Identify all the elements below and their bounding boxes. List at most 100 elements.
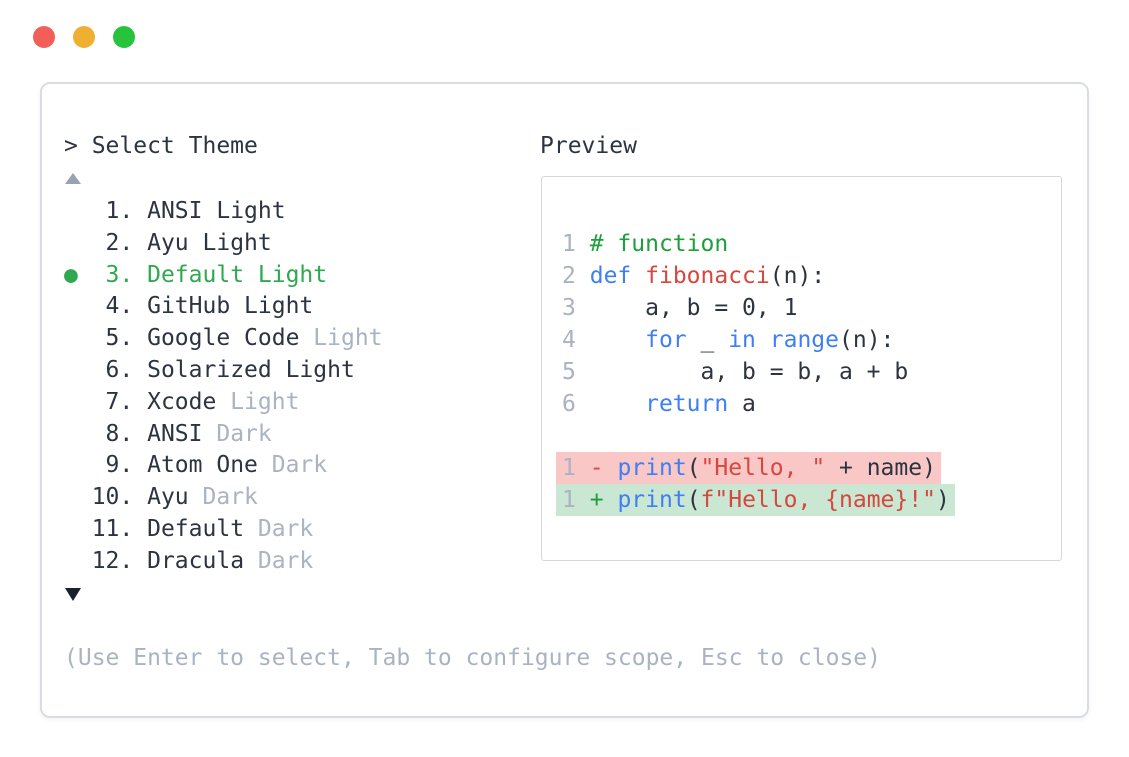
line-number: 6 <box>562 391 576 417</box>
theme-item-10[interactable]: 10. Ayu Dark <box>64 482 383 514</box>
line-number: 3 <box>562 295 576 321</box>
marker-spacer <box>64 293 78 319</box>
theme-item-name: Ayu Light <box>147 229 272 256</box>
code-token: (n): <box>769 263 826 289</box>
code-token: # function <box>589 231 729 257</box>
theme-item-11[interactable]: 11. Default Dark <box>64 514 383 546</box>
theme-item-4[interactable]: 4. GitHub Light <box>64 291 383 323</box>
code-token: print <box>617 455 687 481</box>
code-token: a <box>728 391 756 417</box>
marker-spacer <box>64 516 78 542</box>
marker-spacer <box>64 357 78 383</box>
theme-item-name: Dracula <box>147 547 245 574</box>
code-token: f"Hello, {name}!" <box>700 487 936 513</box>
code-blank-line <box>562 420 1061 452</box>
code-token: print <box>617 487 687 513</box>
preview-title: Preview <box>540 133 637 159</box>
code-token: + name) <box>825 455 936 481</box>
marker-spacer <box>64 389 78 415</box>
theme-item-number: 11. <box>77 515 148 542</box>
code-line-2: 2 def fibonacci(n): <box>562 260 1061 292</box>
code-line-3: 3 a, b = 0, 1 <box>562 292 1061 324</box>
theme-item-number: 8. <box>77 420 148 447</box>
zoom-button[interactable] <box>113 26 135 48</box>
selected-dot-icon: ● <box>64 261 78 288</box>
theme-item-6[interactable]: 6. Solarized Light <box>64 355 383 387</box>
line-number: 5 <box>562 359 576 385</box>
theme-item-2[interactable]: 2. Ayu Light <box>64 228 383 260</box>
theme-item-name: Solarized Light <box>147 356 355 383</box>
theme-item-1[interactable]: 1. ANSI Light <box>64 196 383 228</box>
theme-item-variant: Light <box>216 388 300 415</box>
marker-spacer <box>64 452 78 478</box>
theme-item-name: GitHub Light <box>147 293 314 320</box>
theme-item-12[interactable]: 12. Dracula Dark <box>64 546 383 578</box>
marker-spacer <box>64 325 78 351</box>
code-token: ( <box>686 455 701 481</box>
code-token: range <box>769 327 840 353</box>
diff-line-added: 1 + print(f"Hello, {name}!") <box>556 484 1061 516</box>
theme-item-variant: Dark <box>244 547 314 574</box>
theme-item-8[interactable]: 8. ANSI Dark <box>64 419 383 451</box>
code-token <box>590 391 645 417</box>
code-token: a, b = 0, 1 <box>589 295 798 321</box>
theme-item-9[interactable]: 9. Atom One Dark <box>64 450 383 482</box>
theme-item-number: 2. <box>77 229 148 256</box>
code-line-5: 5 a, b = b, a + b <box>562 356 1061 388</box>
code-token: _ <box>686 327 729 353</box>
code-token <box>756 327 770 353</box>
marker-spacer <box>64 421 78 447</box>
code-token: fibonacci <box>645 263 770 289</box>
theme-item-name: ANSI Light <box>147 198 286 224</box>
keyboard-hint: (Use Enter to select, Tab to configure s… <box>64 645 881 671</box>
theme-item-number: 4. <box>77 293 148 320</box>
theme-item-variant: Dark <box>202 420 272 447</box>
theme-item-variant: Dark <box>257 452 328 479</box>
theme-item-name: Default <box>147 515 245 542</box>
minus-marker-icon: - <box>589 455 604 481</box>
code-token <box>631 263 645 289</box>
theme-item-number: 7. <box>77 388 148 415</box>
theme-item-number: 5. <box>77 325 148 352</box>
code-token: ( <box>686 487 701 513</box>
theme-item-number: 9. <box>77 452 148 479</box>
theme-item-number: 1. <box>77 198 148 224</box>
theme-list: 1. ANSI Light 2. Ayu Light● 3. Default L… <box>64 196 383 578</box>
theme-item-name: Google Code <box>147 325 300 352</box>
theme-item-3[interactable]: ● 3. Default Light <box>64 260 383 292</box>
code-token: in <box>728 327 756 353</box>
code-token: ) <box>935 487 950 513</box>
theme-item-number: 3. <box>77 261 148 288</box>
select-theme-prompt: > Select Theme <box>64 133 258 159</box>
theme-item-number: 10. <box>77 484 148 511</box>
theme-item-name: ANSI <box>147 420 203 447</box>
diff-highlight-added: 1 + print(f"Hello, {name}!") <box>556 484 955 516</box>
scroll-up-icon[interactable] <box>65 173 81 184</box>
code-token <box>590 327 645 353</box>
line-number: 4 <box>562 327 576 353</box>
code-line-6: 6 return a <box>562 388 1061 420</box>
line-number: 1 <box>562 231 576 257</box>
code-line-1: 1 # function <box>562 228 1061 260</box>
marker-spacer <box>64 198 78 224</box>
theme-item-variant: Dark <box>188 484 258 511</box>
minimize-button[interactable] <box>73 26 95 48</box>
theme-item-7[interactable]: 7. Xcode Light <box>64 387 383 419</box>
theme-picker-panel: > Select Theme Preview 1. ANSI Light 2. … <box>40 82 1089 718</box>
theme-item-name: Atom One <box>147 452 258 479</box>
theme-item-number: 12. <box>77 547 148 574</box>
theme-item-name: Ayu <box>147 484 189 511</box>
scroll-down-icon[interactable] <box>65 588 81 601</box>
line-number: 1 <box>562 455 576 481</box>
marker-spacer <box>64 230 78 256</box>
theme-item-5[interactable]: 5. Google Code Light <box>64 323 383 355</box>
line-number: 2 <box>562 263 576 289</box>
line-number: 1 <box>562 487 576 513</box>
code-token: (n): <box>839 327 895 353</box>
code-token: def <box>589 263 632 289</box>
code-token: a, b = b, a + b <box>589 359 909 385</box>
diff-line-removed: 1 - print("Hello, " + name) <box>556 452 1061 484</box>
close-button[interactable] <box>33 26 55 48</box>
code-token: for <box>645 327 687 353</box>
